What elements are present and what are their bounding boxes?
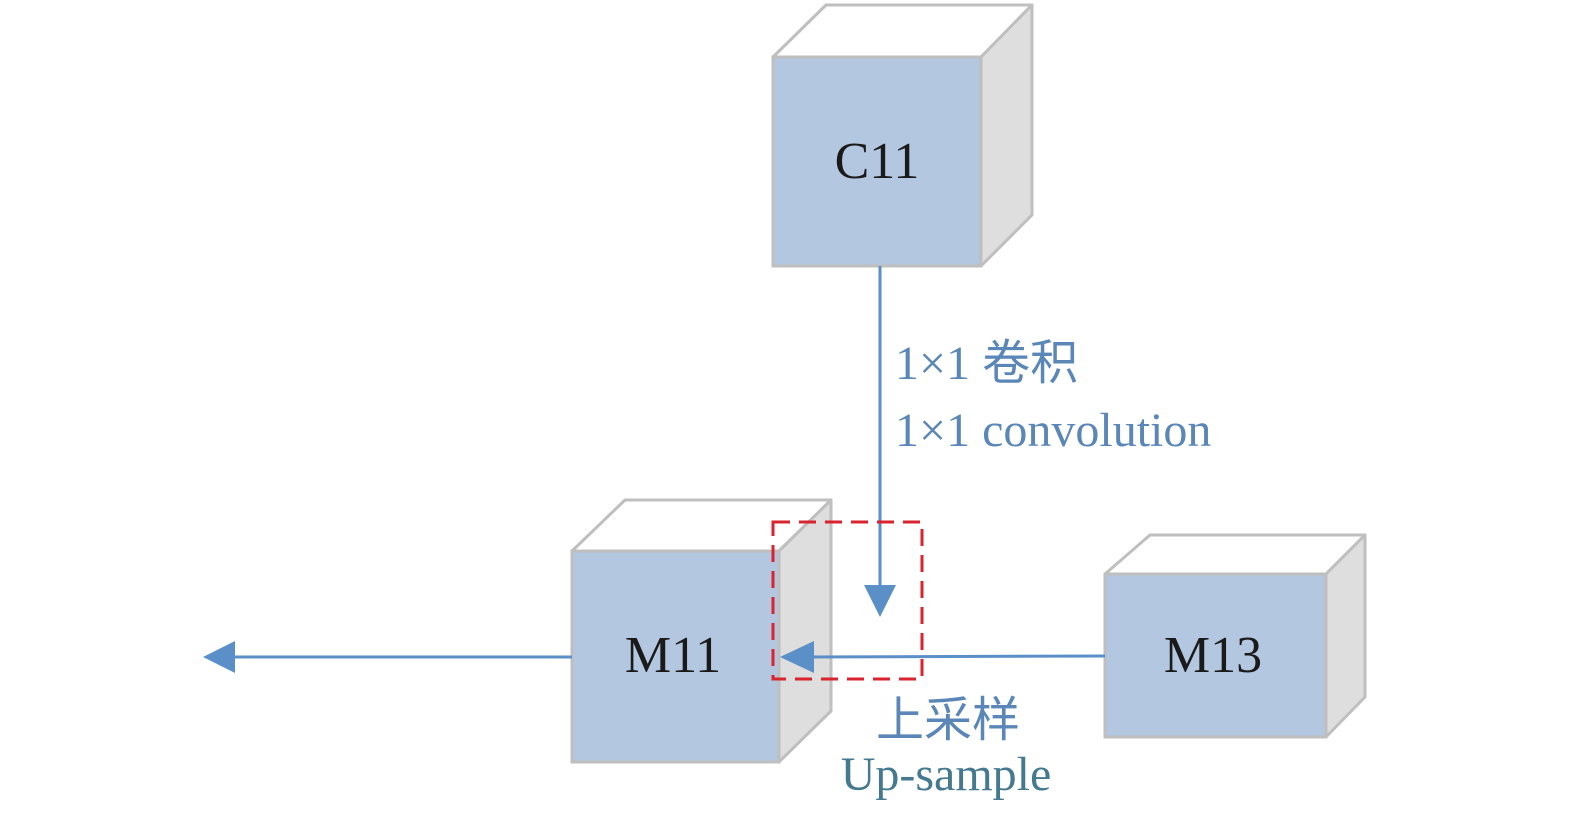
m11-label: M11 xyxy=(625,627,721,684)
upsample-arrow-line xyxy=(807,654,1106,659)
upsample-arrowhead-icon xyxy=(780,641,814,673)
c11-label: C11 xyxy=(835,133,920,190)
upsample-label-zh: 上采样 xyxy=(876,694,1020,747)
node-m13: M13 xyxy=(1103,533,1367,739)
edge-conv xyxy=(864,266,896,617)
m13-label: M13 xyxy=(1164,627,1262,684)
upsample-label-en: Up-sample xyxy=(841,748,1052,801)
m13-top-face xyxy=(1103,533,1367,576)
m13-front-face xyxy=(1103,572,1328,739)
output-arrowhead-icon xyxy=(203,641,235,673)
fusion-highlight-box xyxy=(771,520,924,681)
edge-upsample xyxy=(780,641,1106,673)
edge-output xyxy=(203,641,572,673)
c11-front-face xyxy=(771,55,983,268)
node-c11: C11 xyxy=(771,3,1034,268)
conv-arrowhead-icon xyxy=(864,585,896,617)
node-m11: M11 xyxy=(570,498,833,764)
conv-label-en: 1×1 convolution xyxy=(895,404,1211,457)
conv-label-zh: 1×1 卷积 xyxy=(895,337,1078,390)
